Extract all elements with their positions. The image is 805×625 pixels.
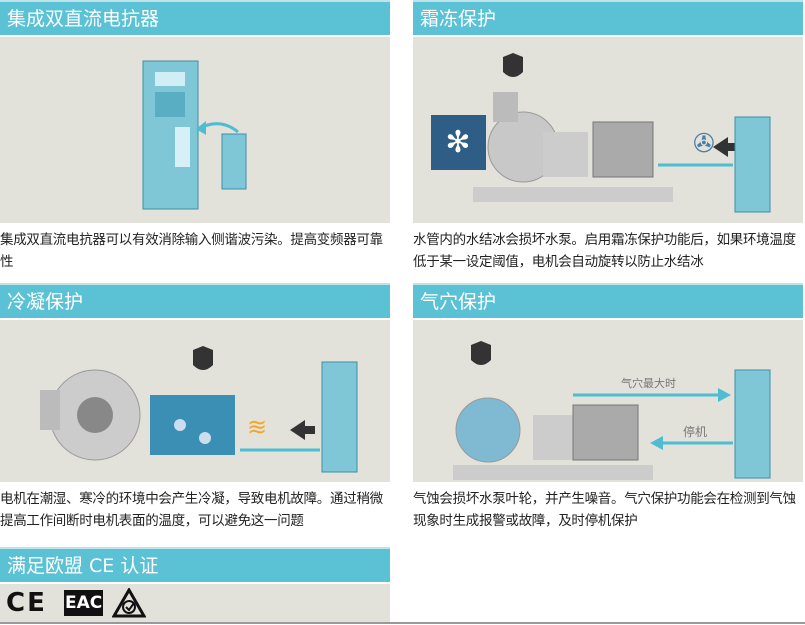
panel-title: 冷凝保护 bbox=[0, 283, 390, 318]
svg-text:✻: ✻ bbox=[445, 125, 470, 160]
illustration-frost: ✻ ✇ bbox=[413, 37, 803, 223]
label-stop: 停机 bbox=[683, 425, 708, 439]
illustration-condensation: ≋ bbox=[0, 320, 390, 482]
fan-icon: ✇ bbox=[693, 129, 715, 159]
panel-description: 水管内的水结冰会损坏水泵。启用霜冻保护功能后，如果环境温度低于某一设定阈值，电机… bbox=[413, 232, 796, 270]
heat-waves-icon: ≋ bbox=[247, 413, 267, 441]
illustration-cavitation: 气穴最大时 停机 bbox=[413, 320, 803, 482]
snowflake-icon bbox=[431, 115, 486, 170]
shield-icon bbox=[193, 346, 213, 370]
shield-icon bbox=[503, 53, 523, 77]
panel-title: 气穴保护 bbox=[413, 283, 803, 318]
rcm-logo-icon bbox=[112, 588, 146, 618]
panel-ce-certification: 满足欧盟 CE 认证 CE EAC bbox=[0, 547, 390, 622]
panel-dc-reactor: 集成双直流电抗器 集成双直流电抗器可以有效消除输入侧谐波污染。提高变频器可靠性 bbox=[0, 0, 390, 273]
illustration-drive-reactor bbox=[0, 37, 390, 223]
panel-condensation-protection: 冷凝保护 ≋ 电机在潮湿、寒冷的环境中会产生冷凝，导致电机故障。通过稍微提高工作… bbox=[0, 283, 390, 532]
panel-description: 集成双直流电抗器可以有效消除输入侧谐波污染。提高变频器可靠性 bbox=[0, 232, 383, 270]
panel-title: 满足欧盟 CE 认证 bbox=[0, 547, 390, 582]
panel-description: 电机在潮湿、寒冷的环境中会产生冷凝，导致电机故障。通过稍微提高工作间断时电机表面… bbox=[0, 491, 383, 529]
panel-frost-protection: 霜冻保护 ✻ ✇ 水管内的水结冰会损坏水泵。启用霜冻保护功能后，如果环境温度低于… bbox=[413, 0, 803, 273]
label-max-cavitation: 气穴最大时 bbox=[621, 377, 676, 390]
bottom-divider bbox=[0, 622, 805, 624]
shield-icon bbox=[471, 341, 491, 365]
panel-cavitation-protection: 气穴保护 气穴最大时 停机 气蚀会损坏水泵叶轮，并产生噪音。气穴保护功能会在检测… bbox=[413, 283, 803, 532]
eac-logo-icon: EAC bbox=[64, 590, 104, 616]
panel-description: 气蚀会损坏水泵叶轮，并产生噪音。气穴保护功能会在检测到气蚀现象时生成报警或故障，… bbox=[413, 491, 796, 529]
ce-logo-icon: CE bbox=[6, 588, 47, 618]
panel-title: 集成双直流电抗器 bbox=[0, 0, 390, 35]
panel-title: 霜冻保护 bbox=[413, 0, 803, 35]
certification-logos: CE EAC bbox=[0, 584, 390, 622]
